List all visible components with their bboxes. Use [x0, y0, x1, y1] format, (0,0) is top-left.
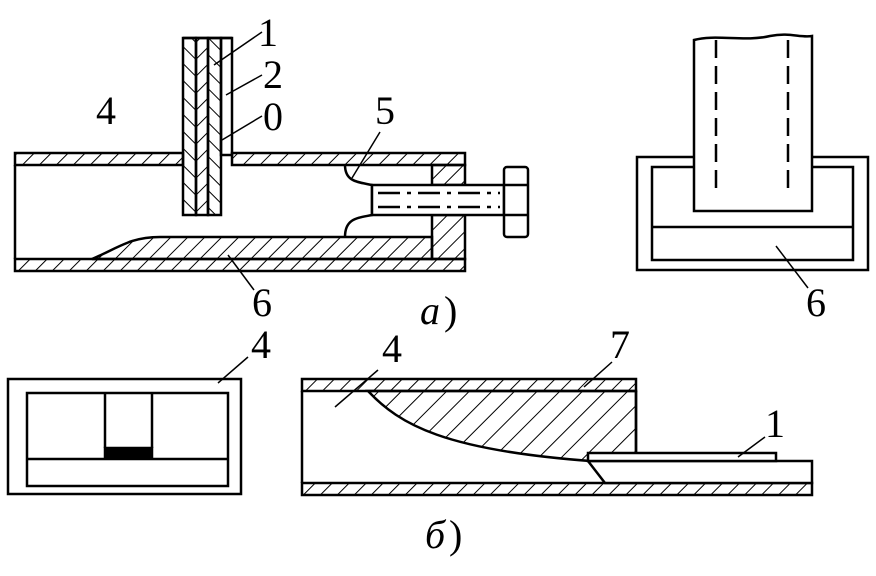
wedge-insert-6 [91, 235, 434, 261]
top-wall-left [13, 151, 185, 167]
label-1-b: 1 [765, 401, 785, 446]
label-1-top: 1 [258, 10, 278, 55]
label-4-a: 4 [96, 88, 116, 133]
electrode-layer-1 [181, 36, 198, 217]
bottom-wall-b [300, 481, 814, 497]
rod [370, 183, 506, 217]
electrode-layer-2 [194, 36, 210, 217]
caption-a-paren: ) [444, 288, 457, 333]
label-4-b-left: 4 [251, 322, 271, 367]
caption-b-letter: б [425, 512, 447, 557]
label-2-top: 2 [263, 52, 283, 97]
wedge-7 [365, 389, 638, 463]
caption-b-paren: ) [449, 512, 462, 557]
view-a-end [635, 33, 870, 289]
nut [502, 165, 530, 239]
electrode-strip-1 [585, 459, 814, 485]
caption-a-letter: а [420, 288, 440, 333]
label-4-b: 4 [382, 326, 402, 371]
label-7-b: 7 [610, 322, 630, 367]
top-wall-right [230, 151, 467, 167]
bottom-wall [13, 257, 467, 273]
view-b-section [300, 377, 814, 497]
view-a-section [13, 36, 530, 273]
electrode-cross-section [103, 446, 154, 460]
label-6-right: 6 [806, 280, 826, 325]
leaders-a [213, 31, 381, 291]
label-6-a: 6 [252, 280, 272, 325]
label-0-top: 0 [263, 94, 283, 139]
labels: 1 2 0 4 5 6 6 4 4 7 1 [96, 10, 826, 446]
view-b-end [6, 356, 249, 496]
captions: а ) б ) [420, 288, 462, 557]
label-5-a: 5 [375, 88, 395, 133]
leaders-b [334, 361, 766, 458]
plunger-5 [343, 164, 374, 238]
